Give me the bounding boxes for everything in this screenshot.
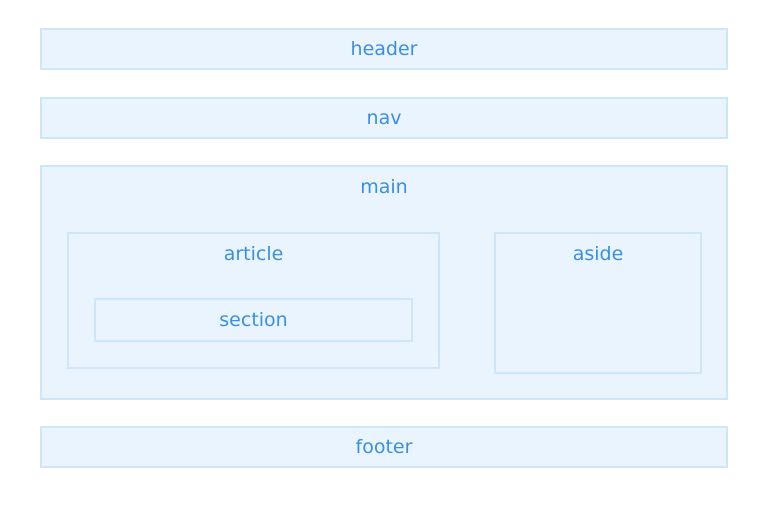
header-label: header <box>350 38 418 60</box>
footer-box: footer <box>40 426 728 468</box>
section-box: section <box>94 298 413 342</box>
aside-label: aside <box>572 243 624 265</box>
header-box: header <box>40 28 728 70</box>
main-box: main article section aside <box>40 165 728 400</box>
article-label: article <box>223 243 284 265</box>
section-label: section <box>219 309 288 331</box>
nav-box: nav <box>40 97 728 139</box>
footer-label: footer <box>355 436 413 458</box>
nav-label: nav <box>366 107 402 129</box>
main-label: main <box>360 176 408 198</box>
article-box: article section <box>67 232 440 369</box>
aside-box: aside <box>494 232 702 374</box>
